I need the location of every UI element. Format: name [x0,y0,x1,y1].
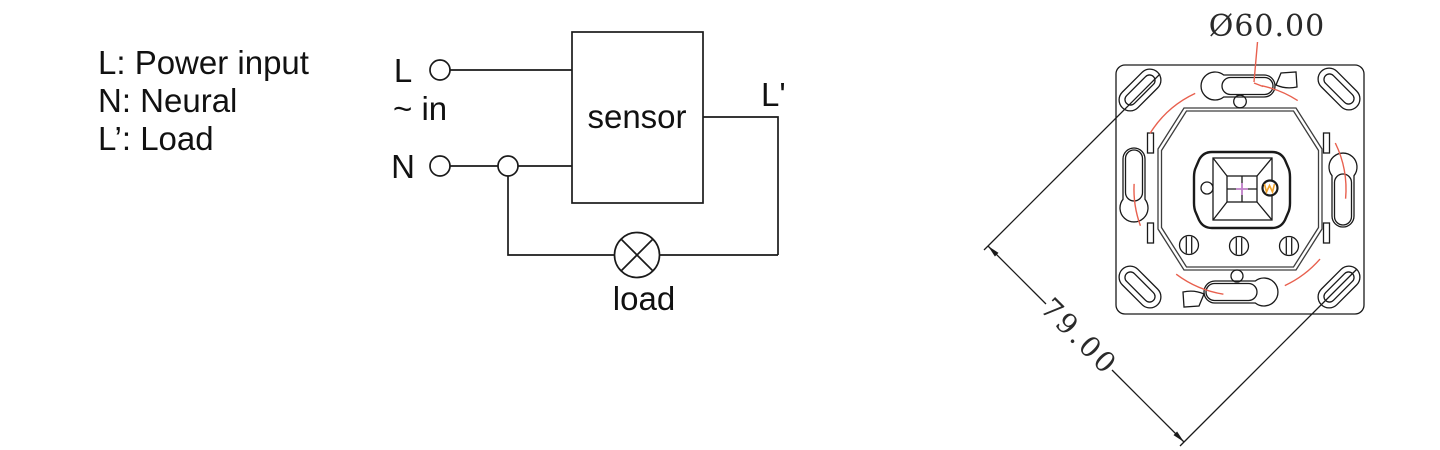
diameter-dim-label: Ø60.00 [1209,9,1325,44]
side-slot-right-bottom [1322,222,1331,244]
keyhole-slot-bottom [1203,277,1279,307]
corner-slot-inner [1124,271,1156,303]
keyhole-outline [1328,152,1358,228]
sensor-label: sensor [587,98,686,135]
screw-slot [1285,237,1293,255]
legend-line-load: L’: Load [98,120,214,157]
neutral-branch-wire [507,176,614,256]
screw-head [1178,234,1200,256]
keyhole-slot-right [1328,152,1358,228]
octagon-frame-inner [1160,110,1320,268]
lens-frame-corner-line [1212,157,1228,177]
diagonal-dim-label: 79.00 [1034,291,1125,382]
corner-slot-inner [1323,73,1355,105]
diagonal-dim-line-segment-2 [1111,369,1185,443]
diameter-circle-arc-top-left [1149,92,1196,134]
latch-wedge-top [1275,71,1298,89]
diagonal-dim-line-segment-1 [987,245,1047,305]
dim-arrowhead-lower [1173,431,1184,442]
n-terminal-circle [429,155,451,177]
lens-frame-corner-line [1212,201,1228,221]
keyhole-slot-inner [1333,173,1353,226]
keyhole-slot-inner [1205,282,1258,302]
wiring-legend: L: Power input N: Neural L’: Load [98,44,309,158]
l-prime-label: L' [761,76,786,113]
side-slot-left-bottom [1146,222,1155,244]
photocell-circle [1200,181,1214,195]
corner-slot-outer [1118,265,1162,309]
diameter-circle-arc-left [1133,183,1142,226]
octagon-frame-outer [1157,107,1323,271]
diameter-leader-line [1253,41,1264,88]
corner-slot-outer [1317,67,1361,111]
keyhole-slot-top [1200,71,1276,101]
keyhole-outline [1200,71,1276,101]
screw-terminal-middle [1228,235,1250,257]
alignment-hole-top [1233,94,1247,109]
alignment-hole-bottom [1230,269,1244,283]
keyhole-outline [1203,277,1279,307]
l-terminal-label: L [394,52,412,89]
screw-head [1278,235,1300,257]
led-filament-icon [1263,183,1276,195]
wiring-diagram: L ~ in N sensor L' load [391,31,786,317]
l-terminal-circle [429,59,451,81]
side-slot-right-top [1322,132,1331,154]
keyhole-slot-inner [1221,76,1274,96]
corner-slot-inner [1124,74,1156,106]
legend-line-power-input: L: Power input [98,44,309,81]
corner-slot-top-left [1118,68,1162,112]
mounting-plate-drawing: 79.00 Ø60.00 [983,9,1365,447]
junction-node [497,155,519,177]
corner-slot-outer [1118,68,1162,112]
sensor-output-wire [703,116,779,255]
lens-frame-corner-line [1256,201,1273,221]
center-cross-marker [1236,183,1248,195]
diameter-circle-arc-bottom-right [1284,258,1321,287]
corner-slot-bottom-right [1317,265,1361,309]
screw-slot [1185,236,1193,254]
legend-line-neutral: N: Neural [98,82,238,119]
lamp-cross-stroke-2 [620,238,654,272]
corner-slot-outer [1317,265,1361,309]
diameter-circle-arc-bottom-left [1175,273,1224,295]
screw-head [1228,235,1250,257]
load-label: load [613,280,675,317]
diagonal-extension-line-2 [1179,268,1358,447]
lens-frame-corner-line [1256,157,1273,177]
latch-wedge-bottom [1182,290,1205,308]
diagonal-extension-line-1 [983,73,1161,251]
dim-arrowhead-upper [988,246,999,257]
screw-terminal-left [1178,234,1200,256]
diameter-circle-arc-top-right [1261,85,1299,102]
screw-slot [1235,237,1243,255]
ac-in-label: ~ in [393,90,447,127]
screw-terminal-right [1278,235,1300,257]
corner-slot-inner [1323,271,1355,303]
n-terminal-label: N [391,148,415,185]
diameter-circle-arc-right [1334,142,1347,199]
corner-slot-bottom-left [1118,265,1162,309]
corner-slot-top-right [1317,67,1361,111]
